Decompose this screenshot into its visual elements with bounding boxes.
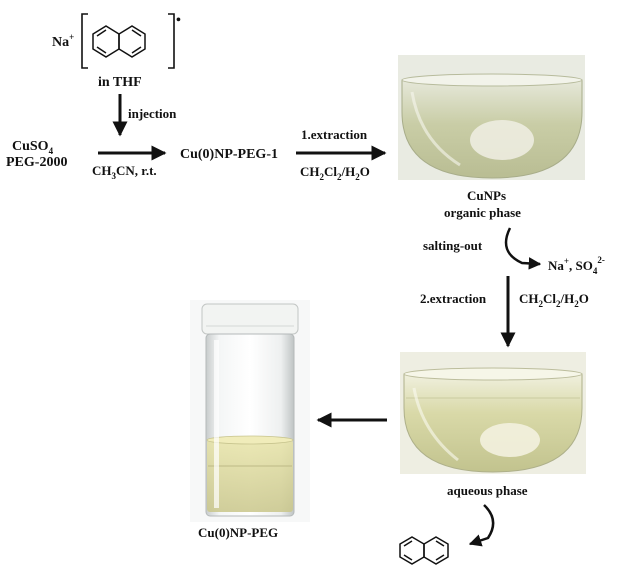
organic-phase-title: CuNPs (467, 188, 506, 203)
aqueous-phase-flask-photo (400, 352, 586, 474)
extraction2-label: 2.extraction (420, 291, 487, 306)
organic-phase-subtitle: organic phase (444, 205, 521, 220)
extraction1-solvent: CH2Cl2/H2O (300, 164, 370, 182)
intermediate-label: Cu(0)NP-PEG-1 (180, 147, 278, 162)
solvent-label: in THF (98, 75, 142, 90)
reaction-conditions: CH3CN, r.t. (92, 163, 157, 181)
sodium-cation-label: Na+ (52, 32, 74, 50)
radical-anion-charge: • (176, 13, 181, 28)
peg-label: PEG-2000 (6, 155, 67, 170)
starting-materials: CuSO4 PEG-2000 (6, 139, 67, 170)
aqueous-phase-label: aqueous phase (447, 483, 528, 498)
naphthalene-removal-arrow (468, 504, 495, 547)
sodium-naphthalenide-reagent: Na+ • in THF (52, 13, 181, 90)
product-label: Cu(0)NP-PEG (198, 525, 278, 540)
extraction2-solvent: CH2Cl2/H2O (519, 291, 589, 309)
salting-out-arrow (504, 227, 542, 270)
removed-ions-label: Na+, SO42- (548, 255, 605, 276)
salting-out-label: salting-out (423, 238, 483, 253)
removed-naphthalene-structure (399, 536, 449, 565)
left-bracket (81, 13, 88, 69)
extraction1-label: 1.extraction (301, 127, 368, 142)
copper-sulfate-label: CuSO4 (12, 139, 54, 156)
organic-phase-flask-photo (398, 55, 585, 180)
right-bracket (168, 13, 175, 69)
product-vial-photo (190, 300, 310, 522)
naphthalene-structure (92, 25, 146, 58)
injection-label: injection (128, 106, 177, 121)
